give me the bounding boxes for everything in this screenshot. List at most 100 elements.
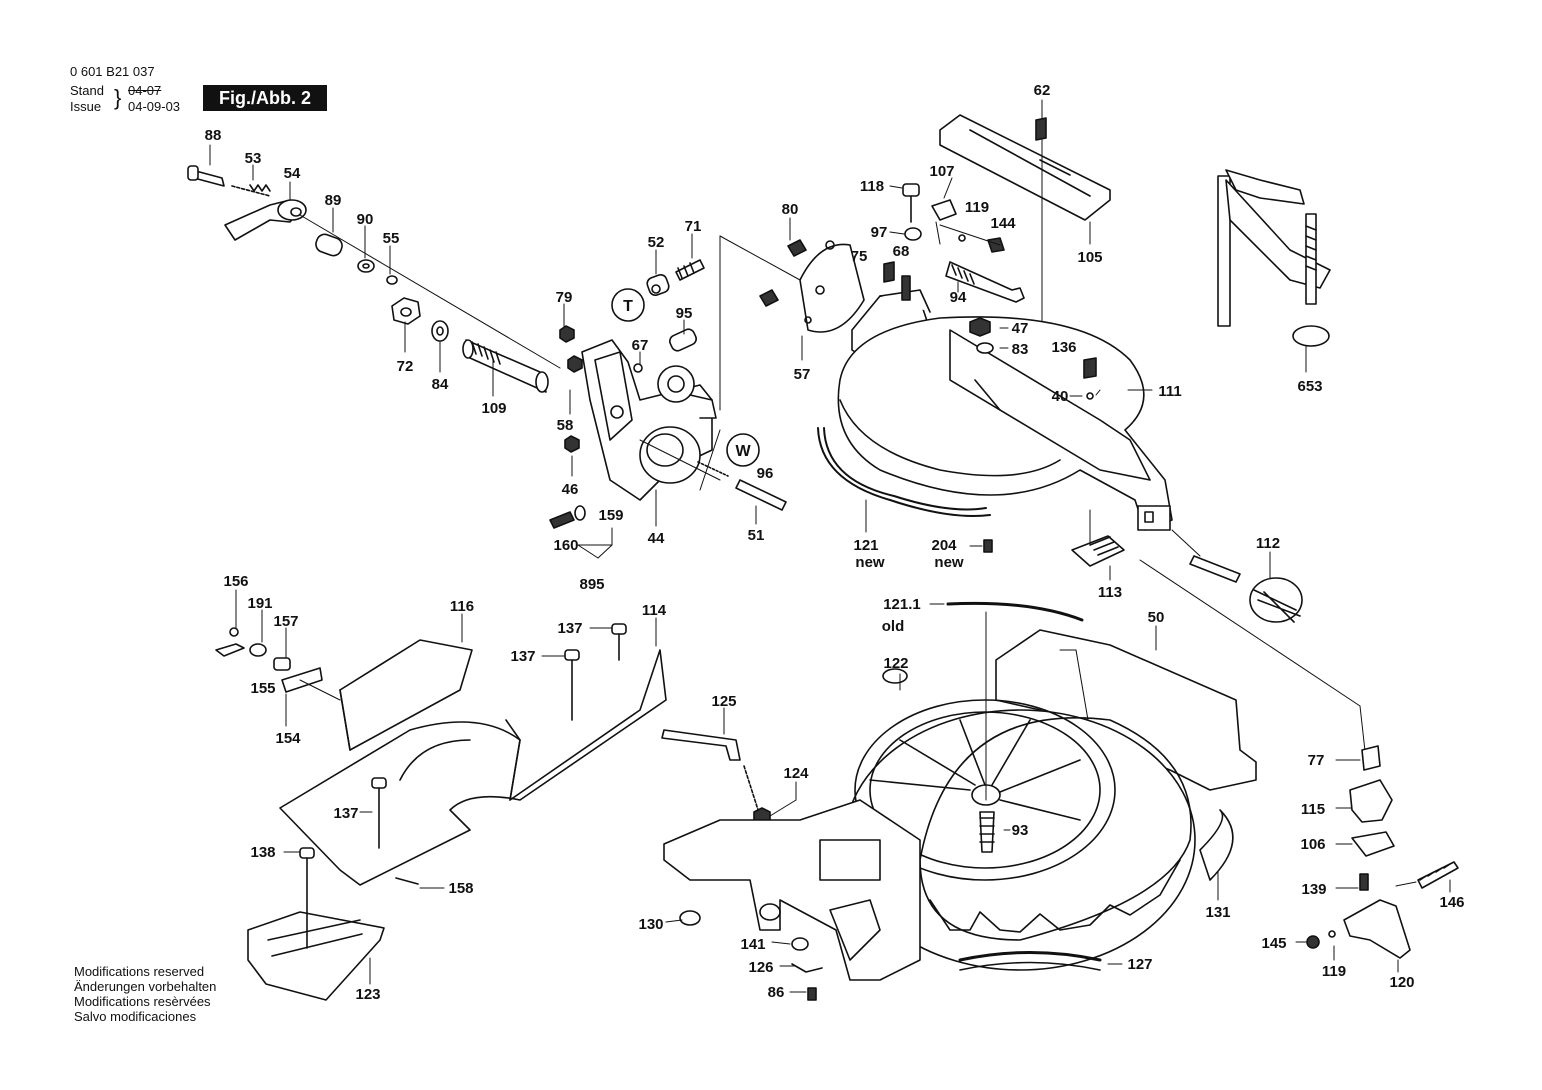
callout-122: 122 <box>883 655 908 672</box>
callout-116: 116 <box>450 598 474 615</box>
callout-191: 191 <box>247 595 272 612</box>
callout-55: 55 <box>383 230 400 247</box>
wrench-drawing <box>661 729 771 825</box>
stand-label: Stand <box>70 83 104 98</box>
callout-124: 124 <box>783 765 809 782</box>
clamp-drawing <box>1217 169 1331 347</box>
callout-146: 146 <box>1439 894 1464 911</box>
callout-160: 160 <box>553 537 578 554</box>
callout-137-a: 137 <box>557 620 582 637</box>
callout-118: 118 <box>860 178 884 195</box>
callout-123: 123 <box>355 986 380 1003</box>
pin-drawing <box>697 461 787 511</box>
shaft-drawing <box>391 297 549 393</box>
callout-114: 114 <box>642 602 667 619</box>
lock-lever-drawing <box>1071 509 1125 567</box>
callout-96: 96 <box>757 465 774 482</box>
callout-62: 62 <box>1034 82 1051 99</box>
marker-w-circle: W <box>726 433 760 467</box>
callout-80: 80 <box>782 201 799 218</box>
figure-label: Fig./Abb. 2 <box>203 85 327 111</box>
callout-895: 895 <box>579 576 604 593</box>
callout-50: 50 <box>1148 609 1165 626</box>
callout-119-lower: 119 <box>1322 963 1346 980</box>
handle-assembly-drawing <box>187 165 561 369</box>
small-parts-top-drawing <box>633 259 705 373</box>
issue-value: 04-09-03 <box>128 99 181 114</box>
callout-131: 131 <box>1205 904 1230 921</box>
callout-88: 88 <box>205 127 222 144</box>
modifications-notice: Modifications reserved Änderungen vorbeh… <box>74 964 216 1024</box>
callout-52: 52 <box>648 234 665 251</box>
callout-158: 158 <box>448 880 473 897</box>
callout-144: 144 <box>990 215 1016 232</box>
callout-130: 130 <box>638 916 663 933</box>
callout-204: 204 <box>931 537 957 554</box>
callout-159: 159 <box>598 507 623 524</box>
callout-46: 46 <box>562 481 579 498</box>
callout-90: 90 <box>357 211 374 228</box>
callout-51: 51 <box>748 527 765 544</box>
notice-line-de: Änderungen vorbehalten <box>74 979 217 994</box>
fence-base-drawing <box>247 623 667 1001</box>
notice-line-es: Salvo modificaciones <box>74 1009 197 1024</box>
part-number: 0 601 B21 037 <box>70 64 155 79</box>
callout-113: 113 <box>1098 584 1122 601</box>
callout-138: 138 <box>250 844 275 861</box>
callout-154: 154 <box>275 730 301 747</box>
callout-112: 112 <box>1256 535 1280 552</box>
callout-111: 111 <box>1158 383 1181 400</box>
callout-126: 126 <box>748 959 773 976</box>
callout-83: 83 <box>1012 341 1029 358</box>
callout-68: 68 <box>893 243 910 260</box>
callout-119-upper: 119 <box>965 199 989 216</box>
callout-53: 53 <box>245 150 262 167</box>
callout-105: 105 <box>1077 249 1102 266</box>
callout-137-c: 137 <box>333 805 358 822</box>
callout-95: 95 <box>676 305 693 322</box>
knob-drawing <box>1139 529 1367 761</box>
callout-653: 653 <box>1297 378 1322 395</box>
callout-136: 136 <box>1051 339 1076 356</box>
callout-121-1-old: old <box>882 618 905 635</box>
notice-line-fr: Modifications resèrvées <box>74 994 211 1009</box>
callout-89: 89 <box>325 192 342 209</box>
callout-44: 44 <box>648 530 665 547</box>
upper-housing-drawing <box>837 316 1173 531</box>
callout-120: 120 <box>1389 974 1414 991</box>
turntable-base-drawing <box>844 601 1257 971</box>
callout-47: 47 <box>1012 320 1029 337</box>
brace: } <box>114 85 122 110</box>
callout-84: 84 <box>432 376 449 393</box>
front-base-drawing <box>663 799 921 1001</box>
callout-127: 127 <box>1127 956 1152 973</box>
marker-t-circle: T <box>611 288 645 322</box>
callout-137-b: 137 <box>510 648 535 665</box>
leader-lines <box>209 99 1451 993</box>
callout-58: 58 <box>557 417 574 434</box>
callout-156: 156 <box>223 573 248 590</box>
callout-79: 79 <box>556 289 573 306</box>
callout-72: 72 <box>397 358 414 375</box>
stand-value: 04-07 <box>128 83 162 98</box>
callout-121: 121 <box>853 537 878 554</box>
arm-bracket-drawing <box>559 235 801 501</box>
callout-141: 141 <box>740 936 765 953</box>
callout-106: 106 <box>1300 836 1325 853</box>
callout-93: 93 <box>1012 822 1029 839</box>
callout-54: 54 <box>284 165 301 182</box>
callout-40: 40 <box>1052 388 1069 405</box>
callout-139: 139 <box>1301 881 1326 898</box>
callout-77: 77 <box>1308 752 1325 769</box>
callout-204-new: new <box>934 554 964 571</box>
callout-109: 109 <box>481 400 506 417</box>
callout-121-new: new <box>855 554 885 571</box>
callout-71: 71 <box>685 218 702 235</box>
issue-label: Issue <box>70 99 102 114</box>
callout-115: 115 <box>1301 801 1325 818</box>
callout-86: 86 <box>768 984 785 1001</box>
callout-121-1: 121.1 <box>883 596 921 613</box>
marker-w-text: W <box>735 443 751 460</box>
right-lock-parts-drawing <box>1306 745 1459 959</box>
